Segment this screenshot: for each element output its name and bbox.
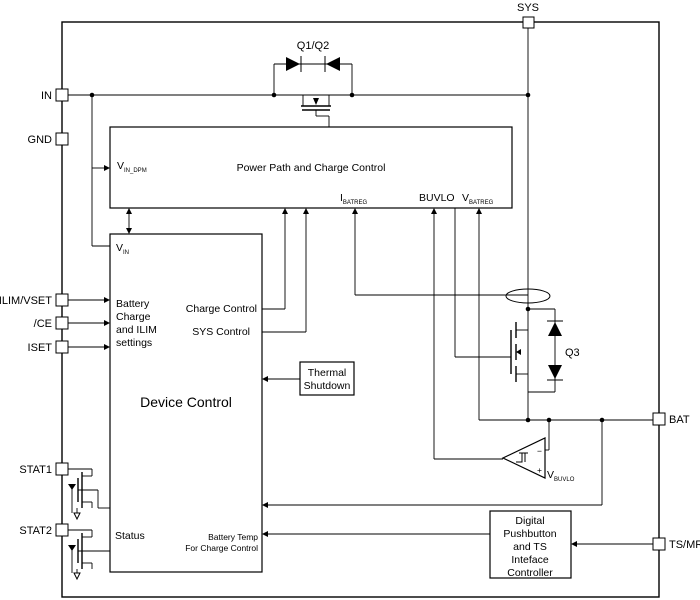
- thermal-line2: Shutdown: [304, 380, 351, 392]
- q1-q2-back-to-back-diodes: [273, 56, 353, 95]
- pin-ilim-vset: [55, 293, 69, 307]
- settings-line1: Battery: [116, 298, 150, 310]
- battery-temp-wire: [262, 531, 490, 537]
- comparator-plus: +: [537, 465, 542, 475]
- pin-label-in: IN: [41, 90, 52, 102]
- vbatreg-label: VBATREG: [462, 192, 494, 206]
- digital-line1: Digital: [515, 515, 544, 527]
- digital-line4: Inteface: [511, 554, 549, 566]
- pin-label-ce: /CE: [34, 318, 52, 330]
- bat-node: [479, 417, 653, 423]
- thermal-shutdown-block: [299, 361, 355, 396]
- bidirectional-link: [126, 208, 132, 234]
- pin-gnd: [55, 132, 69, 146]
- status-label: Status: [115, 530, 145, 542]
- thermal-arrow: [262, 376, 300, 382]
- digital-line5: Controller: [507, 567, 553, 579]
- device-control-block: [109, 233, 263, 573]
- vin-label: VIN: [116, 242, 129, 256]
- settings-line4: settings: [116, 337, 152, 349]
- pin-label-ilim-vset: ILIM/VSET: [0, 295, 52, 307]
- ibatreg-label: IBATREG: [340, 192, 367, 206]
- vin-dpm-label: VIN_DPM: [117, 160, 147, 174]
- chip-boundary: [61, 21, 660, 598]
- vin-wires: [91, 95, 110, 247]
- thermal-line1: Thermal: [308, 367, 347, 379]
- digital-line2: Pushbutton: [503, 528, 556, 540]
- stat1-open-drain: [68, 468, 110, 521]
- digital-line3: and TS: [513, 541, 547, 553]
- pin-stat1: [55, 462, 69, 476]
- q1-mosfet-symbol: [301, 95, 331, 127]
- pin-in: [55, 88, 69, 102]
- pin-label-sys: SYS: [517, 2, 539, 14]
- vbuvlo-label: VBUVLO: [547, 469, 575, 483]
- pin-ts-mr: [652, 537, 666, 551]
- pin-label-iset: ISET: [28, 342, 53, 354]
- control-wires: [262, 208, 309, 333]
- comparator-minus: −: [537, 446, 542, 456]
- pin-label-bat: BAT: [669, 414, 690, 426]
- battery-temp-line2: For Charge Control: [185, 543, 258, 553]
- settings-input-arrows: [68, 297, 110, 350]
- digital-controller-block: [489, 510, 572, 579]
- sys-control-label: SYS Control: [192, 326, 250, 338]
- ibatreg-sense: [352, 208, 551, 304]
- pin-label-gnd: GND: [28, 134, 53, 146]
- input-rail: [68, 92, 531, 98]
- pin-label-ts-mr: TS/MR: [669, 539, 700, 551]
- settings-line2: Charge: [116, 311, 151, 323]
- q3-transistor: [455, 308, 563, 393]
- pin-stat2: [55, 523, 69, 537]
- settings-line3: and ILIM: [116, 324, 157, 336]
- pin-label-stat1: STAT1: [19, 464, 52, 476]
- stat2-open-drain: [68, 529, 110, 581]
- pin-label-stat2: STAT2: [19, 525, 52, 537]
- buvlo-label: BUVLO: [419, 192, 455, 204]
- pin-bat: [652, 412, 666, 426]
- pin-iset: [55, 340, 69, 354]
- charge-control-label: Charge Control: [186, 303, 257, 315]
- q1-q2-label: Q1/Q2: [297, 40, 329, 52]
- regulation-wires: [431, 208, 503, 460]
- power-path-block: [109, 126, 513, 209]
- device-control-title: Device Control: [140, 394, 232, 410]
- pin-ce: [55, 316, 69, 330]
- buvlo-comparator: [501, 420, 550, 479]
- bat-monitor-wire: [262, 420, 603, 508]
- pin-sys: [522, 16, 535, 29]
- ts-mr-wire: [571, 541, 653, 547]
- q3-label: Q3: [565, 347, 580, 359]
- battery-temp-line1: Battery Temp: [208, 532, 258, 542]
- power-path-title: Power Path and Charge Control: [237, 162, 386, 174]
